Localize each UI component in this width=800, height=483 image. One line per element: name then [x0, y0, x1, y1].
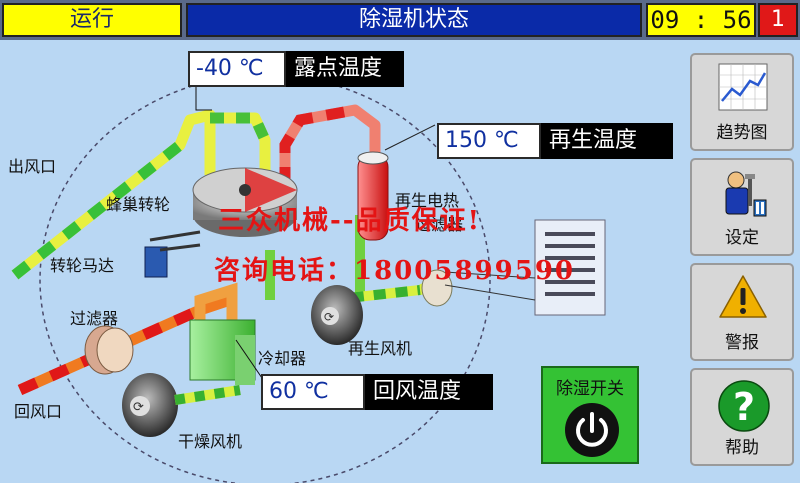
dry-fan — [122, 373, 178, 437]
rotor-motor — [144, 246, 168, 278]
regen-temp-label: 再生温度 — [541, 123, 673, 159]
alarm-label: 警报 — [725, 333, 759, 353]
label-cooler: 冷却器 — [258, 349, 307, 368]
dehumidifier-diagram: ⟳ ⟳ — [11, 70, 606, 483]
trend-button[interactable]: 趋势图 — [690, 53, 794, 151]
engineer-settings-icon — [725, 171, 767, 217]
alarm-button[interactable]: 警报 — [690, 263, 794, 361]
return-temp-value: 60 ℃ — [261, 374, 365, 410]
trend-chart-icon — [718, 63, 768, 111]
clock: 09 : 56 — [646, 3, 756, 37]
regen-temp-value: 150 ℃ — [437, 123, 541, 159]
top-bar: 运行 除湿机状态 09 : 56 1 — [0, 0, 800, 40]
label-filter: 过滤器 — [70, 309, 119, 328]
settings-button[interactable]: 设定 — [690, 158, 794, 256]
label-regen-fan: 再生风机 — [348, 339, 413, 358]
alarm-count-badge[interactable]: 1 — [758, 3, 798, 37]
svg-text:⟳: ⟳ — [133, 400, 144, 415]
system-boundary — [39, 74, 491, 483]
help-question-icon: ? — [718, 380, 770, 432]
label-regen-filter: 过滤器 — [415, 215, 464, 234]
regen-filter-small — [421, 269, 453, 307]
label-dry-fan: 干燥风机 — [178, 432, 243, 451]
label-regen-heater: 再生电热 — [395, 191, 460, 210]
page-title: 除湿机状态 — [186, 3, 642, 37]
label-rotor-motor: 转轮马达 — [50, 256, 115, 275]
watermark-line-1: 三众机械--品质保证! — [218, 206, 481, 236]
watermark-line-2: 咨询电话：18005899590 — [214, 256, 575, 286]
power-icon — [565, 403, 619, 457]
trend-label: 趋势图 — [716, 123, 768, 143]
dew-point-value: -40 ℃ — [188, 51, 286, 87]
dehumidify-switch-button[interactable]: 除湿开关 — [541, 366, 639, 464]
run-status: 运行 — [2, 3, 182, 37]
label-return-inlet: 回风口 — [14, 402, 63, 421]
settings-label: 设定 — [725, 228, 759, 248]
dehumidify-switch-label: 除湿开关 — [556, 379, 624, 399]
svg-text:⟳: ⟳ — [324, 310, 334, 324]
return-temp-label: 回风温度 — [365, 374, 493, 410]
label-outlet: 出风口 — [8, 157, 57, 176]
help-label: 帮助 — [725, 438, 759, 458]
help-button[interactable]: ? 帮助 — [690, 368, 794, 466]
warning-icon — [719, 275, 767, 318]
label-honeycomb-rotor: 蜂巢转轮 — [106, 195, 171, 214]
dew-point-label: 露点温度 — [286, 51, 404, 87]
svg-text:?: ? — [733, 385, 755, 429]
